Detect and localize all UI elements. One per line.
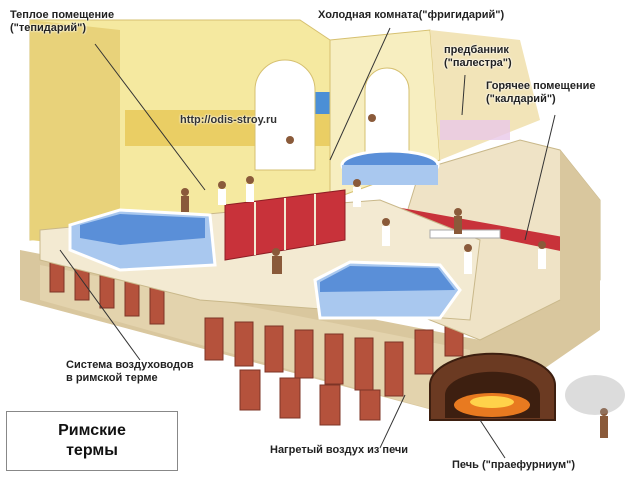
label-tepidarium: Теплое помещение ("тепидарий") [10, 9, 115, 34]
pools [68, 149, 462, 320]
bench [429, 229, 501, 239]
archway-right [364, 67, 410, 161]
archway-left [254, 59, 316, 171]
bathers [181, 114, 608, 438]
label-furnace: Печь ("праефурниум") [452, 459, 575, 471]
label-palestra: предбанник ("палестра") [444, 44, 512, 69]
caption-box: Римские термы [6, 411, 178, 471]
leader-lines [59, 27, 556, 459]
walls [29, 19, 540, 250]
furnace [429, 352, 625, 421]
smoke [565, 375, 625, 415]
brick-pillars [49, 261, 464, 426]
label-caldarium: Горячее помещение ("калдарий") [486, 80, 596, 105]
label-hot-air: Нагретый воздух из печи [270, 444, 409, 456]
label-air-ducts: Система воздуховодов в римской терме [66, 359, 194, 384]
label-frigidarium: Холодная комната("фригидарий") [318, 9, 505, 21]
source-url: http://odis-stroy.ru [180, 114, 277, 126]
